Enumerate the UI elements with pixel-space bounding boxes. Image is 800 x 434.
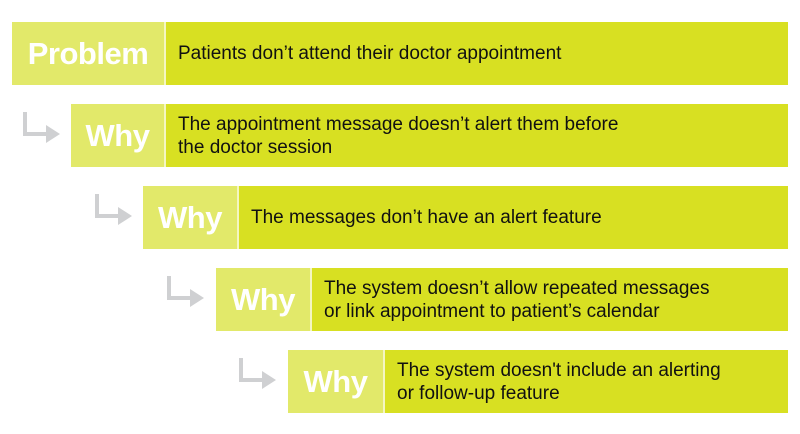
why-text-3-line2: or link appointment to patient’s calenda… bbox=[324, 300, 660, 322]
why-text-4-line2: or follow-up feature bbox=[397, 382, 560, 404]
arrow-icon bbox=[239, 358, 276, 389]
problem-row: Problem Patients don’t attend their doct… bbox=[12, 22, 788, 85]
arrow-icon bbox=[167, 276, 204, 307]
arrow-icon bbox=[95, 194, 132, 225]
why-row-2: Why The messages don’t have an alert fea… bbox=[143, 186, 788, 249]
why-row-4: Why The system doesn't include an alerti… bbox=[288, 350, 788, 413]
why-row-3: Why The system doesn’t allow repeated me… bbox=[216, 268, 788, 331]
why-row-1: Why The appointment message doesn’t aler… bbox=[71, 104, 788, 167]
why-text-2: The messages don’t have an alert feature bbox=[239, 186, 788, 249]
problem-label: Problem bbox=[12, 22, 166, 85]
problem-text: Patients don’t attend their doctor appoi… bbox=[166, 22, 788, 85]
arrow-icon bbox=[23, 112, 60, 143]
why-text-1-line1: The appointment message doesn’t alert th… bbox=[178, 113, 619, 135]
why-label-4: Why bbox=[288, 350, 385, 413]
why-text-1: The appointment message doesn’t alert th… bbox=[166, 104, 788, 167]
why-label-3: Why bbox=[216, 268, 312, 331]
why-text-3: The system doesn’t allow repeated messag… bbox=[312, 268, 788, 331]
why-text-3-line1: The system doesn’t allow repeated messag… bbox=[324, 277, 710, 299]
why-label-2: Why bbox=[143, 186, 239, 249]
why-text-4-line1: The system doesn't include an alerting bbox=[397, 359, 721, 381]
why-text-4: The system doesn't include an alerting o… bbox=[385, 350, 788, 413]
why-text-1-line2: the doctor session bbox=[178, 136, 333, 158]
why-label-1: Why bbox=[71, 104, 166, 167]
